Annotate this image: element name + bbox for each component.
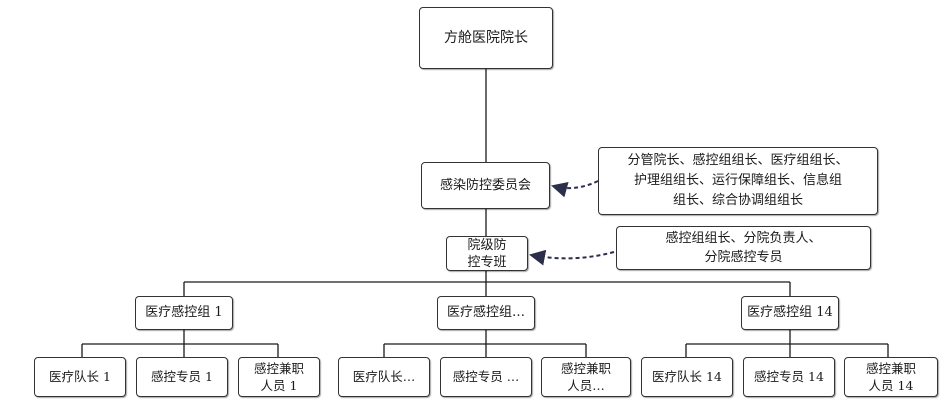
node-hospital-director: 方舱医院院长 <box>419 7 553 69</box>
committee-note-arrow <box>551 180 599 198</box>
node-group-1: 医疗感控组 1 <box>135 296 233 330</box>
class-note-arrow <box>529 249 615 266</box>
node-group-3: 医疗感控组 14 <box>741 296 839 330</box>
note-special-class-members: 感控组组长、分院负责人、 分院感控专员 <box>616 226 871 270</box>
node-g1-team-leader: 医疗队长 1 <box>34 357 126 397</box>
node-g1-parttime-staff: 感控兼职 人员 1 <box>238 357 320 397</box>
note-committee-members: 分管院长、感控组组长、医疗组组长、 护理组组长、运行保障组长、信息组 组长、综合… <box>598 147 878 215</box>
node-g3-team-leader: 医疗队长 14 <box>641 357 733 397</box>
node-group-2: 医疗感控组… <box>437 296 535 330</box>
node-g3-parttime-staff: 感控兼职 人员 14 <box>844 357 938 397</box>
node-g2-infection-specialist: 感控专员 … <box>440 357 532 397</box>
node-special-class: 院级防 控专班 <box>446 236 528 271</box>
node-g2-team-leader: 医疗队长… <box>338 357 430 397</box>
node-g1-infection-specialist: 感控专员 1 <box>136 357 228 397</box>
node-g2-parttime-staff: 感控兼职 人员… <box>541 357 631 397</box>
node-g3-infection-specialist: 感控专员 14 <box>743 357 835 397</box>
node-infection-committee: 感染防控委员会 <box>421 162 550 209</box>
